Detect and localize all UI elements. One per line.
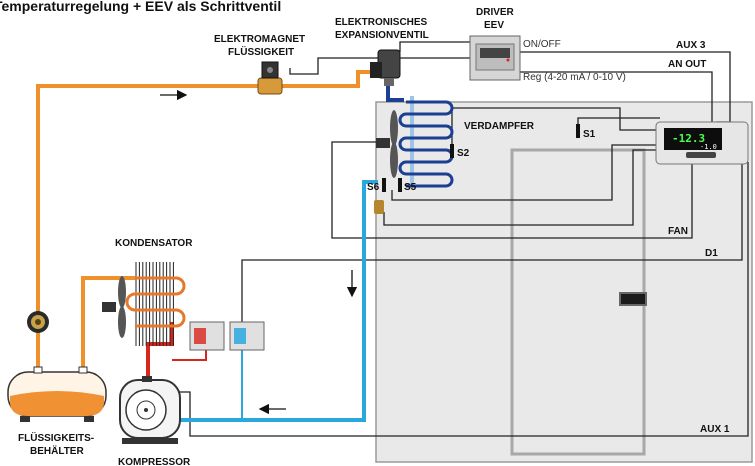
label-s2: S2 — [457, 148, 470, 159]
label-s1: S1 — [583, 129, 596, 140]
label-d1: D1 — [705, 248, 718, 259]
eev-evap-line — [386, 84, 404, 102]
label-elektromagnet: ELEKTROMAGNET — [214, 34, 305, 45]
label-s5: S5 — [404, 182, 417, 193]
evaporator-coil — [398, 100, 454, 188]
label-fan: FAN — [668, 226, 688, 237]
sensor-s5 — [398, 178, 402, 192]
eev-driver — [469, 35, 521, 81]
lp-switch — [229, 321, 265, 351]
sight-glass-icon — [27, 311, 49, 333]
label-anout: AN OUT — [668, 59, 706, 70]
solenoid-valve — [257, 61, 283, 95]
sensors — [374, 124, 580, 214]
evaporator-fan-icon — [376, 110, 398, 178]
label-elektronisches: ELEKTRONISCHES — [335, 17, 428, 28]
liquid-line — [36, 84, 258, 370]
controller — [655, 121, 749, 165]
suction-line — [165, 180, 378, 422]
label-behaelter: BEHÄLTER — [30, 444, 84, 457]
label-reg: Reg (4-20 mA / 0-10 V) — [523, 72, 626, 83]
label-aux1: AUX 1 — [700, 424, 730, 435]
label-aux3: AUX 3 — [676, 40, 706, 51]
sensor-s1 — [576, 124, 580, 138]
controller-display-sub: -1.0 — [700, 143, 717, 151]
controller-display-value: -12.3 — [672, 132, 705, 145]
label-eev: EEV — [484, 20, 504, 31]
label-kompressor: KOMPRESSOR — [118, 457, 191, 466]
label-verdampfer: VERDAMPFER — [464, 121, 535, 132]
diagram-title: Temperaturregelung + EEV als Schrittvent… — [0, 0, 281, 14]
condenser-outlet-line — [81, 276, 135, 370]
flow-arrow-icon — [160, 89, 358, 415]
wiring — [165, 41, 749, 437]
sensor-s2 — [450, 144, 454, 158]
condenser-fan-icon — [102, 276, 126, 338]
label-s6: S6 — [367, 182, 380, 193]
door-handle — [619, 292, 647, 306]
condenser-coil — [125, 276, 186, 328]
label-expansionventil: EXPANSIONVENTIL — [335, 30, 429, 41]
label-onoff: ON/OFF — [523, 39, 561, 50]
label-kondensator: KONDENSATOR — [115, 238, 193, 249]
sensor-s5-body — [374, 200, 384, 214]
evaporator — [376, 96, 454, 188]
hp-switch — [189, 321, 225, 351]
label-fluessigkeit: FLÜSSIGKEIT — [228, 45, 294, 58]
liquid-line-eev — [282, 70, 372, 88]
compressor — [119, 376, 181, 444]
condenser — [102, 262, 186, 346]
label-driver: DRIVER — [476, 7, 515, 18]
eev-valve — [370, 49, 401, 86]
liquid-receiver — [7, 366, 107, 422]
sensor-s6 — [382, 178, 386, 192]
label-fluessigkeits: FLÜSSIGKEITS- — [18, 431, 94, 444]
